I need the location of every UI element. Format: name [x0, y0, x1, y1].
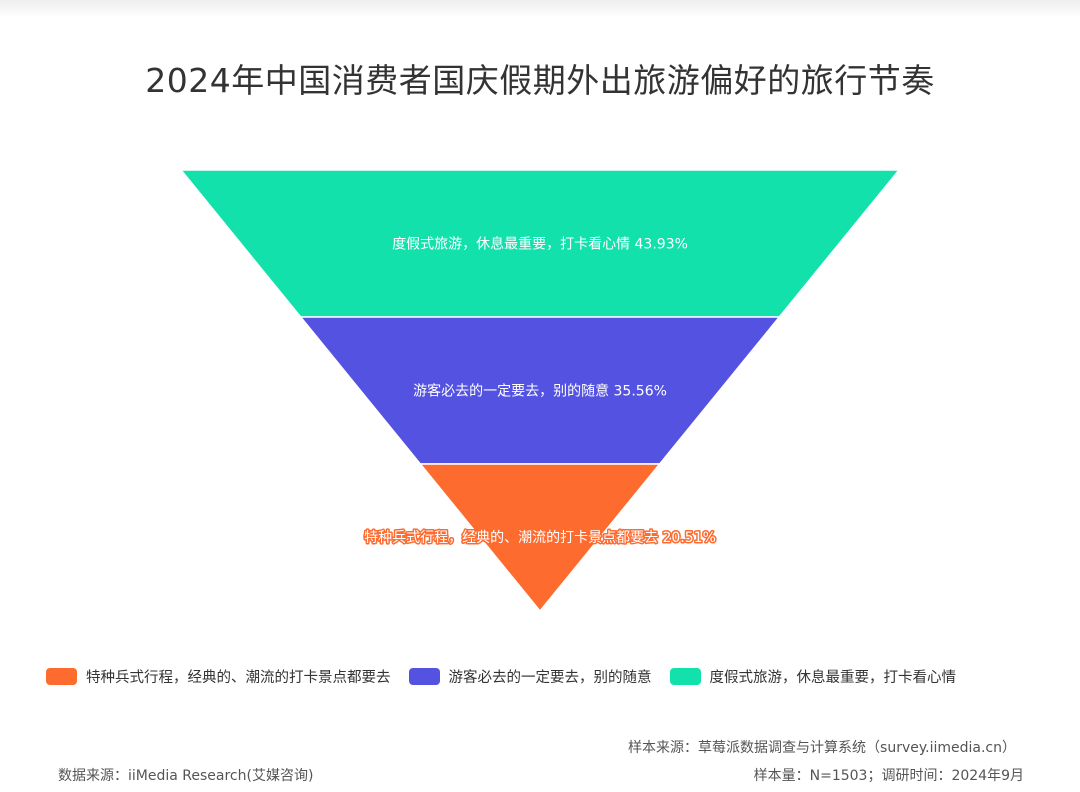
legend-item[interactable]: 度假式旅游，休息最重要，打卡看心情 — [669, 666, 957, 687]
legend-item[interactable]: 游客必去的一定要去，别的随意 — [408, 666, 652, 687]
top-strip — [0, 0, 1080, 18]
legend-swatch — [408, 667, 440, 685]
funnel-segment — [418, 463, 662, 613]
legend-label: 特种兵式行程，经典的、潮流的打卡景点都要去 — [86, 669, 391, 686]
data-source-note: 数据来源：iiMedia Research(艾媒咨询) — [58, 768, 314, 784]
sample-size-note: 样本量：N=1503；调研时间：2024年9月 — [753, 768, 1024, 784]
funnel-segment-label: 游客必去的一定要去，别的随意 35.56% — [413, 383, 667, 400]
legend: 特种兵式行程，经典的、潮流的打卡景点都要去 游客必去的一定要去，别的随意 度假式旅游… — [46, 662, 974, 690]
legend-item[interactable]: 特种兵式行程，经典的、潮流的打卡景点都要去 — [46, 666, 391, 687]
chart-title: 2024年中国消费者国庆假期外出旅游偏好的旅行节奏 — [145, 61, 935, 100]
sample-source-note: 样本来源：草莓派数据调查与计算系统（survey.iimedia.cn） — [628, 740, 1016, 756]
funnel-segment-label: 特种兵式行程，经典的、潮流的打卡景点都要去 20.51% — [364, 529, 716, 546]
legend-label: 游客必去的一定要去，别的随意 — [448, 669, 652, 686]
legend-label: 度假式旅游，休息最重要，打卡看心情 — [709, 669, 957, 686]
legend-swatch — [46, 667, 77, 685]
legend-swatch — [669, 667, 701, 685]
funnel-segment-label: 度假式旅游，休息最重要，打卡看心情 43.93% — [392, 236, 688, 253]
funnel-chart: 度假式旅游，休息最重要，打卡看心情 43.93% 游客必去的一定要去，别的随意 3… — [179, 169, 901, 613]
